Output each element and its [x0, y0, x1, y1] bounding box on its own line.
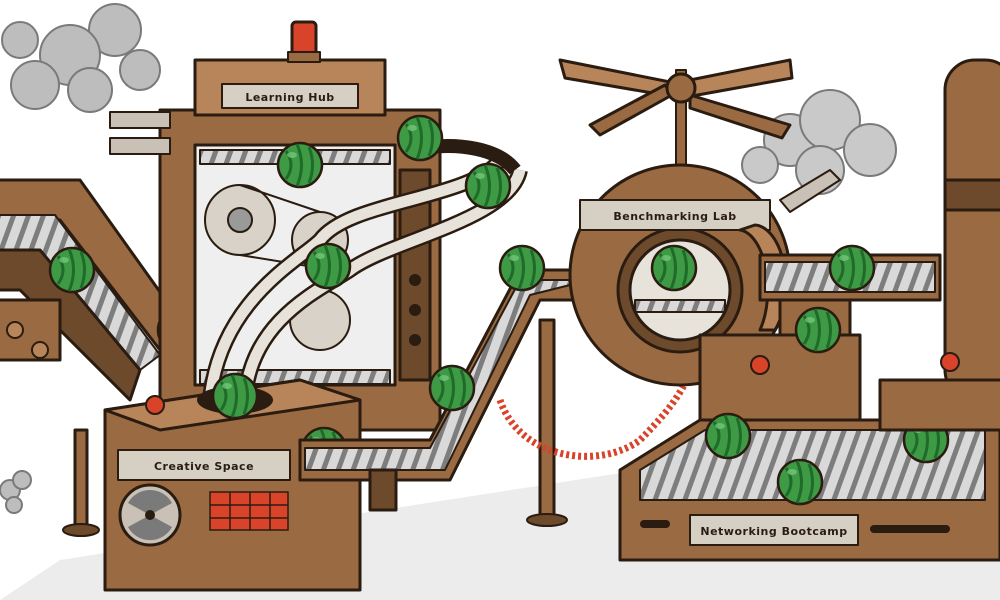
benchmarking-lab-sign — [579, 199, 771, 231]
learning-hub-sign — [221, 83, 359, 109]
watermelon-icon — [650, 244, 698, 292]
networking-bootcamp-sign — [689, 514, 859, 546]
creative-space-label: Creative Space — [154, 460, 254, 473]
watermelon-icon — [396, 114, 444, 162]
watermelon-icon — [211, 372, 259, 420]
alarm-light-icon — [940, 352, 960, 372]
right-tower-machine — [878, 58, 1000, 432]
watermelon-icon — [304, 242, 352, 290]
creative-space-sign — [117, 449, 291, 481]
smoke-cloud-icon — [0, 470, 32, 514]
watermelon-icon — [464, 162, 512, 210]
watermelon-icon — [828, 244, 876, 292]
creative-space-machine: Creative Space — [103, 378, 362, 592]
alarm-light-icon — [145, 395, 165, 415]
watermelon-icon — [776, 458, 824, 506]
left-conveyor — [0, 178, 182, 537]
watermelon-icon — [794, 306, 842, 354]
middle-conveyor — [298, 268, 602, 527]
networking-bootcamp-label: Networking Bootcamp — [700, 525, 847, 538]
exhaust-pipe — [109, 137, 171, 155]
exhaust-pipe — [109, 111, 171, 129]
alarm-light-icon — [290, 20, 318, 58]
watermelon-icon — [48, 246, 96, 294]
watermelon-icon — [704, 412, 752, 460]
propeller-icon — [558, 58, 794, 171]
control-panel — [209, 491, 289, 531]
learning-hub-label: Learning Hub — [245, 91, 334, 104]
benchmarking-lab-label: Benchmarking Lab — [613, 210, 736, 223]
alarm-light-icon — [750, 355, 770, 375]
fan-icon — [118, 483, 182, 547]
watermelon-icon — [498, 244, 546, 292]
exhaust-pipe — [779, 169, 841, 213]
watermelon-icon — [276, 141, 324, 189]
watermelon-icon — [428, 364, 476, 412]
smoke-cloud-icon — [1, 3, 161, 113]
